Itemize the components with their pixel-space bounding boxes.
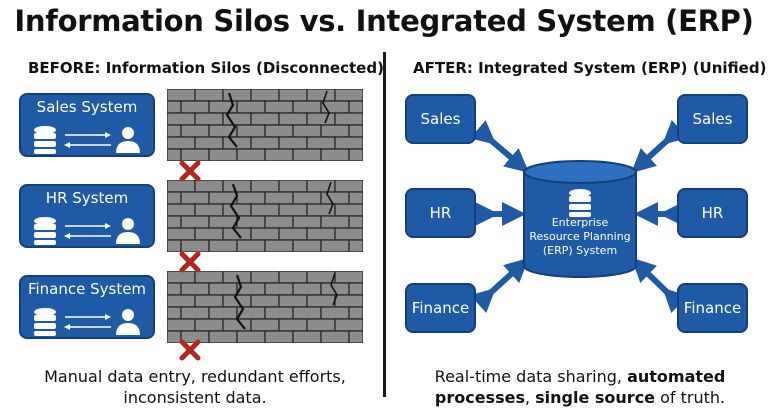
double-arrow-icon — [64, 314, 111, 330]
after-caption-line2: processes, single source of truth. — [400, 387, 760, 408]
before-caption: Manual data entry, redundant efforts, in… — [20, 366, 370, 408]
before-caption-line1: Manual data entry, redundant efforts, — [44, 367, 346, 386]
after-heading: AFTER: Integrated System (ERP) (Unified) — [413, 59, 767, 77]
before-heading: BEFORE: Information Silos (Disconnected) — [28, 59, 384, 77]
finance-node-left: Finance — [405, 283, 476, 333]
database-icon — [34, 217, 56, 245]
section-divider — [383, 52, 386, 397]
x-mark-icon — [179, 160, 201, 182]
caption-bold: single source — [535, 388, 656, 407]
caption-text: Real-time data sharing, — [434, 367, 628, 386]
caption-text: of truth. — [655, 388, 726, 407]
erp-system-label: Enterprise Resource Planning (ERP) Syste… — [522, 216, 638, 258]
double-arrow-icon — [631, 120, 688, 174]
erp-label-line1: Enterprise — [551, 216, 609, 229]
brick-wall — [167, 180, 363, 252]
x-mark-icon — [179, 251, 201, 273]
before-caption-line2: inconsistent data. — [123, 388, 267, 407]
double-arrow-icon — [64, 132, 111, 148]
finance-system-box: Finance System — [19, 275, 155, 339]
sales-node-right: Sales — [677, 94, 748, 144]
hr-system-label: HR System — [45, 189, 129, 207]
sales-system-label: Sales System — [36, 98, 138, 116]
double-arrow-icon — [470, 120, 530, 173]
finance-system-label: Finance System — [27, 280, 147, 298]
caption-bold: automated — [627, 367, 726, 386]
user-icon — [116, 309, 140, 335]
after-caption-line1: Real-time data sharing, automated — [400, 366, 760, 387]
database-icon — [569, 189, 591, 217]
caption-bold: processes — [434, 388, 525, 407]
brick-wall — [167, 89, 363, 161]
double-arrow-icon — [631, 257, 688, 313]
erp-cylinder — [523, 160, 637, 278]
hr-node-right: HR — [677, 188, 748, 238]
hr-system-box: HR System — [19, 184, 155, 248]
after-caption: Real-time data sharing, automated proces… — [400, 366, 760, 408]
page-title: Information Silos vs. Integrated System … — [14, 4, 754, 38]
x-mark-icon — [179, 339, 201, 361]
hr-node-left: HR — [405, 188, 476, 238]
sales-node-left: Sales — [405, 94, 476, 144]
database-icon — [34, 308, 56, 336]
finance-node-right: Finance — [677, 283, 748, 333]
erp-label-line2: Resource Planning — [529, 230, 631, 243]
system-icons — [34, 308, 140, 336]
database-icon — [34, 126, 56, 154]
erp-label-line3: (ERP) System — [542, 244, 618, 257]
system-icons — [34, 217, 140, 245]
system-icons — [34, 126, 140, 154]
user-icon — [116, 127, 140, 153]
user-icon — [116, 218, 140, 244]
double-arrow-icon — [470, 257, 529, 313]
connector-arrows — [470, 120, 688, 313]
double-arrow-icon — [64, 223, 111, 239]
brick-wall — [167, 271, 363, 343]
caption-text: , — [524, 388, 536, 407]
sales-system-box: Sales System — [19, 93, 155, 157]
